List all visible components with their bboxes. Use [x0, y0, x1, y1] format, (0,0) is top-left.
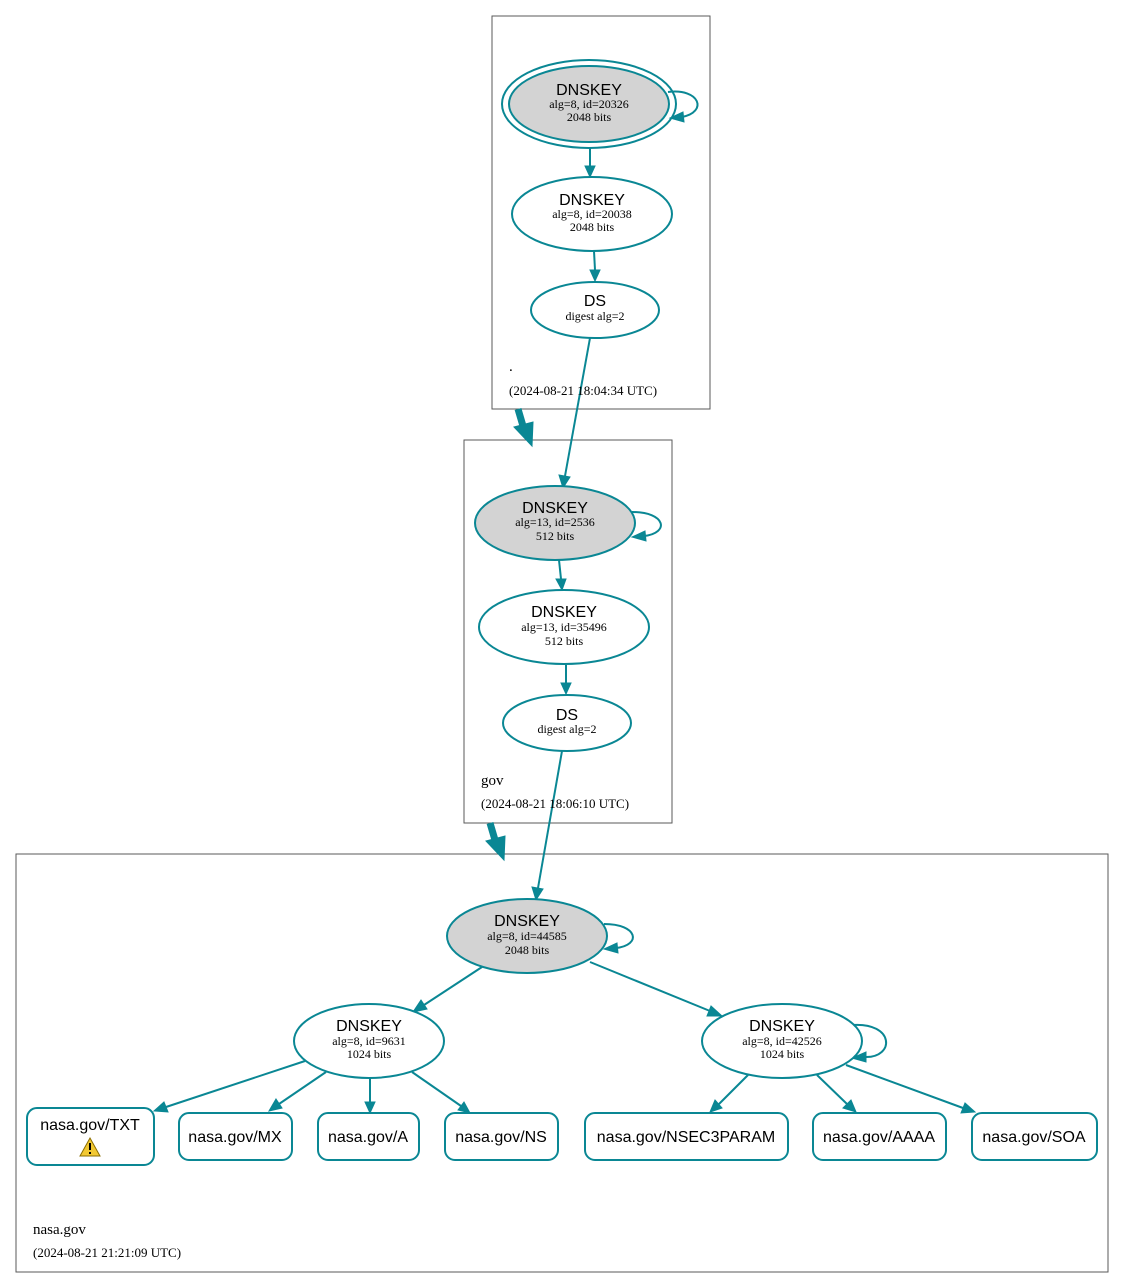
edge-zsk2-soa	[845, 1064, 977, 1114]
delegation-root-to-gov	[513, 408, 534, 448]
rrset-nsec3param-node[interactable]: nasa.gov/NSEC3PARAM	[584, 1112, 789, 1161]
edge-root-zsk-ds	[589, 250, 601, 283]
edge-zsk1-ns	[411, 1071, 471, 1114]
root-ds-title: DS	[584, 293, 606, 310]
root-ksk-id: alg=8, id=20326	[549, 97, 629, 111]
zone-gov-box	[463, 439, 673, 824]
root-zsk-title: DNSKEY	[559, 192, 625, 209]
nasa-ksk-node[interactable]: DNSKEY alg=8, id=44585 2048 bits	[446, 898, 608, 974]
gov-zsk-bits: 512 bits	[545, 634, 584, 648]
rrset-aaaa-label: nasa.gov/AAAA	[823, 1129, 935, 1146]
root-ds-digest: digest alg=2	[565, 309, 624, 323]
nasa-ksk-title: DNSKEY	[494, 913, 560, 930]
rrset-txt-node[interactable]: nasa.gov/TXT	[26, 1107, 155, 1166]
edge-root-ksk-zsk	[584, 148, 596, 179]
rrset-mx-label: nasa.gov/MX	[188, 1129, 282, 1146]
nasa-ksk-bits: 2048 bits	[505, 943, 550, 957]
rrset-aaaa-node[interactable]: nasa.gov/AAAA	[812, 1112, 947, 1161]
edge-gov-ksk-zsk	[555, 559, 567, 592]
nasa-ksk-id: alg=8, id=44585	[487, 929, 567, 943]
rrset-txt-label: nasa.gov/TXT	[40, 1117, 140, 1134]
root-zsk-node[interactable]: DNSKEY alg=8, id=20038 2048 bits	[511, 176, 673, 252]
root-ds-node[interactable]: DS digest alg=2	[530, 281, 660, 339]
self-loop-nasa-zsk2	[850, 1023, 888, 1063]
root-zone-name: .	[509, 359, 513, 375]
gov-zone-timestamp: (2024-08-21 18:06:10 UTC)	[481, 796, 629, 811]
edge-zsk1-a	[364, 1078, 376, 1115]
edge-zsk1-txt	[152, 1060, 306, 1113]
nasa-zsk1-node[interactable]: DNSKEY alg=8, id=9631 1024 bits	[293, 1003, 445, 1079]
self-loop-nasa-ksk	[602, 923, 634, 954]
edge-zsk2-nsec3param	[709, 1074, 749, 1113]
gov-zsk-title: DNSKEY	[531, 604, 597, 621]
root-zsk-bits: 2048 bits	[570, 220, 615, 234]
rrset-ns-node[interactable]: nasa.gov/NS	[444, 1112, 559, 1161]
nasa-zsk2-bits: 1024 bits	[760, 1047, 805, 1061]
edge-gov-zsk-ds	[560, 665, 572, 696]
rrset-mx-node[interactable]: nasa.gov/MX	[178, 1112, 293, 1161]
self-loop-gov-ksk	[630, 511, 662, 542]
delegation-gov-to-nasa	[485, 822, 506, 862]
root-ksk-node[interactable]: DNSKEY alg=8, id=20326 2048 bits	[501, 59, 677, 149]
gov-ds-title: DS	[556, 707, 578, 724]
nasa-zsk2-id: alg=8, id=42526	[742, 1034, 822, 1048]
rrset-soa-node[interactable]: nasa.gov/SOA	[971, 1112, 1098, 1161]
zone-root-box	[491, 15, 711, 410]
nasa-zsk1-id: alg=8, id=9631	[332, 1034, 406, 1048]
rrset-soa-label: nasa.gov/SOA	[982, 1129, 1086, 1146]
nasa-zone-timestamp: (2024-08-21 21:21:09 UTC)	[33, 1245, 181, 1260]
edge-zsk1-mx	[267, 1071, 327, 1112]
nasa-zsk2-title: DNSKEY	[749, 1018, 815, 1035]
nasa-zsk1-title: DNSKEY	[336, 1018, 402, 1035]
gov-ds-digest: digest alg=2	[537, 722, 596, 736]
gov-ksk-node[interactable]: DNSKEY alg=13, id=2536 512 bits	[474, 485, 636, 561]
self-loop-root-ksk	[667, 90, 699, 123]
gov-ksk-id: alg=13, id=2536	[515, 515, 595, 529]
nasa-zone-name: nasa.gov	[33, 1222, 86, 1238]
edge-nasa-ksk-zsk1	[411, 966, 483, 1013]
root-ksk-bits: 2048 bits	[567, 110, 612, 124]
root-ksk-title: DNSKEY	[556, 82, 622, 99]
warning-icon	[79, 1136, 101, 1157]
edge-gov-ds-nasa-ksk	[531, 750, 563, 902]
rrset-nsec3param-label: nasa.gov/NSEC3PARAM	[597, 1129, 775, 1146]
root-zone-timestamp: (2024-08-21 18:04:34 UTC)	[509, 383, 657, 398]
root-zsk-id: alg=8, id=20038	[552, 207, 632, 221]
edge-nasa-ksk-zsk2	[589, 961, 724, 1017]
nasa-zsk2-node[interactable]: DNSKEY alg=8, id=42526 1024 bits	[701, 1003, 863, 1079]
gov-ksk-bits: 512 bits	[536, 529, 575, 543]
nasa-zsk1-bits: 1024 bits	[347, 1047, 392, 1061]
rrset-ns-label: nasa.gov/NS	[455, 1129, 547, 1146]
edge-root-ds-gov-ksk	[558, 337, 591, 490]
rrset-a-label: nasa.gov/A	[328, 1129, 408, 1146]
gov-ds-node[interactable]: DS digest alg=2	[502, 694, 632, 752]
zone-nasa-box	[15, 853, 1109, 1273]
gov-zsk-node[interactable]: DNSKEY alg=13, id=35496 512 bits	[478, 589, 650, 665]
rrset-a-node[interactable]: nasa.gov/A	[317, 1112, 420, 1161]
edge-zsk2-aaaa	[816, 1074, 857, 1113]
gov-zsk-id: alg=13, id=35496	[521, 620, 607, 634]
gov-ksk-title: DNSKEY	[522, 500, 588, 517]
gov-zone-name: gov	[481, 773, 504, 789]
